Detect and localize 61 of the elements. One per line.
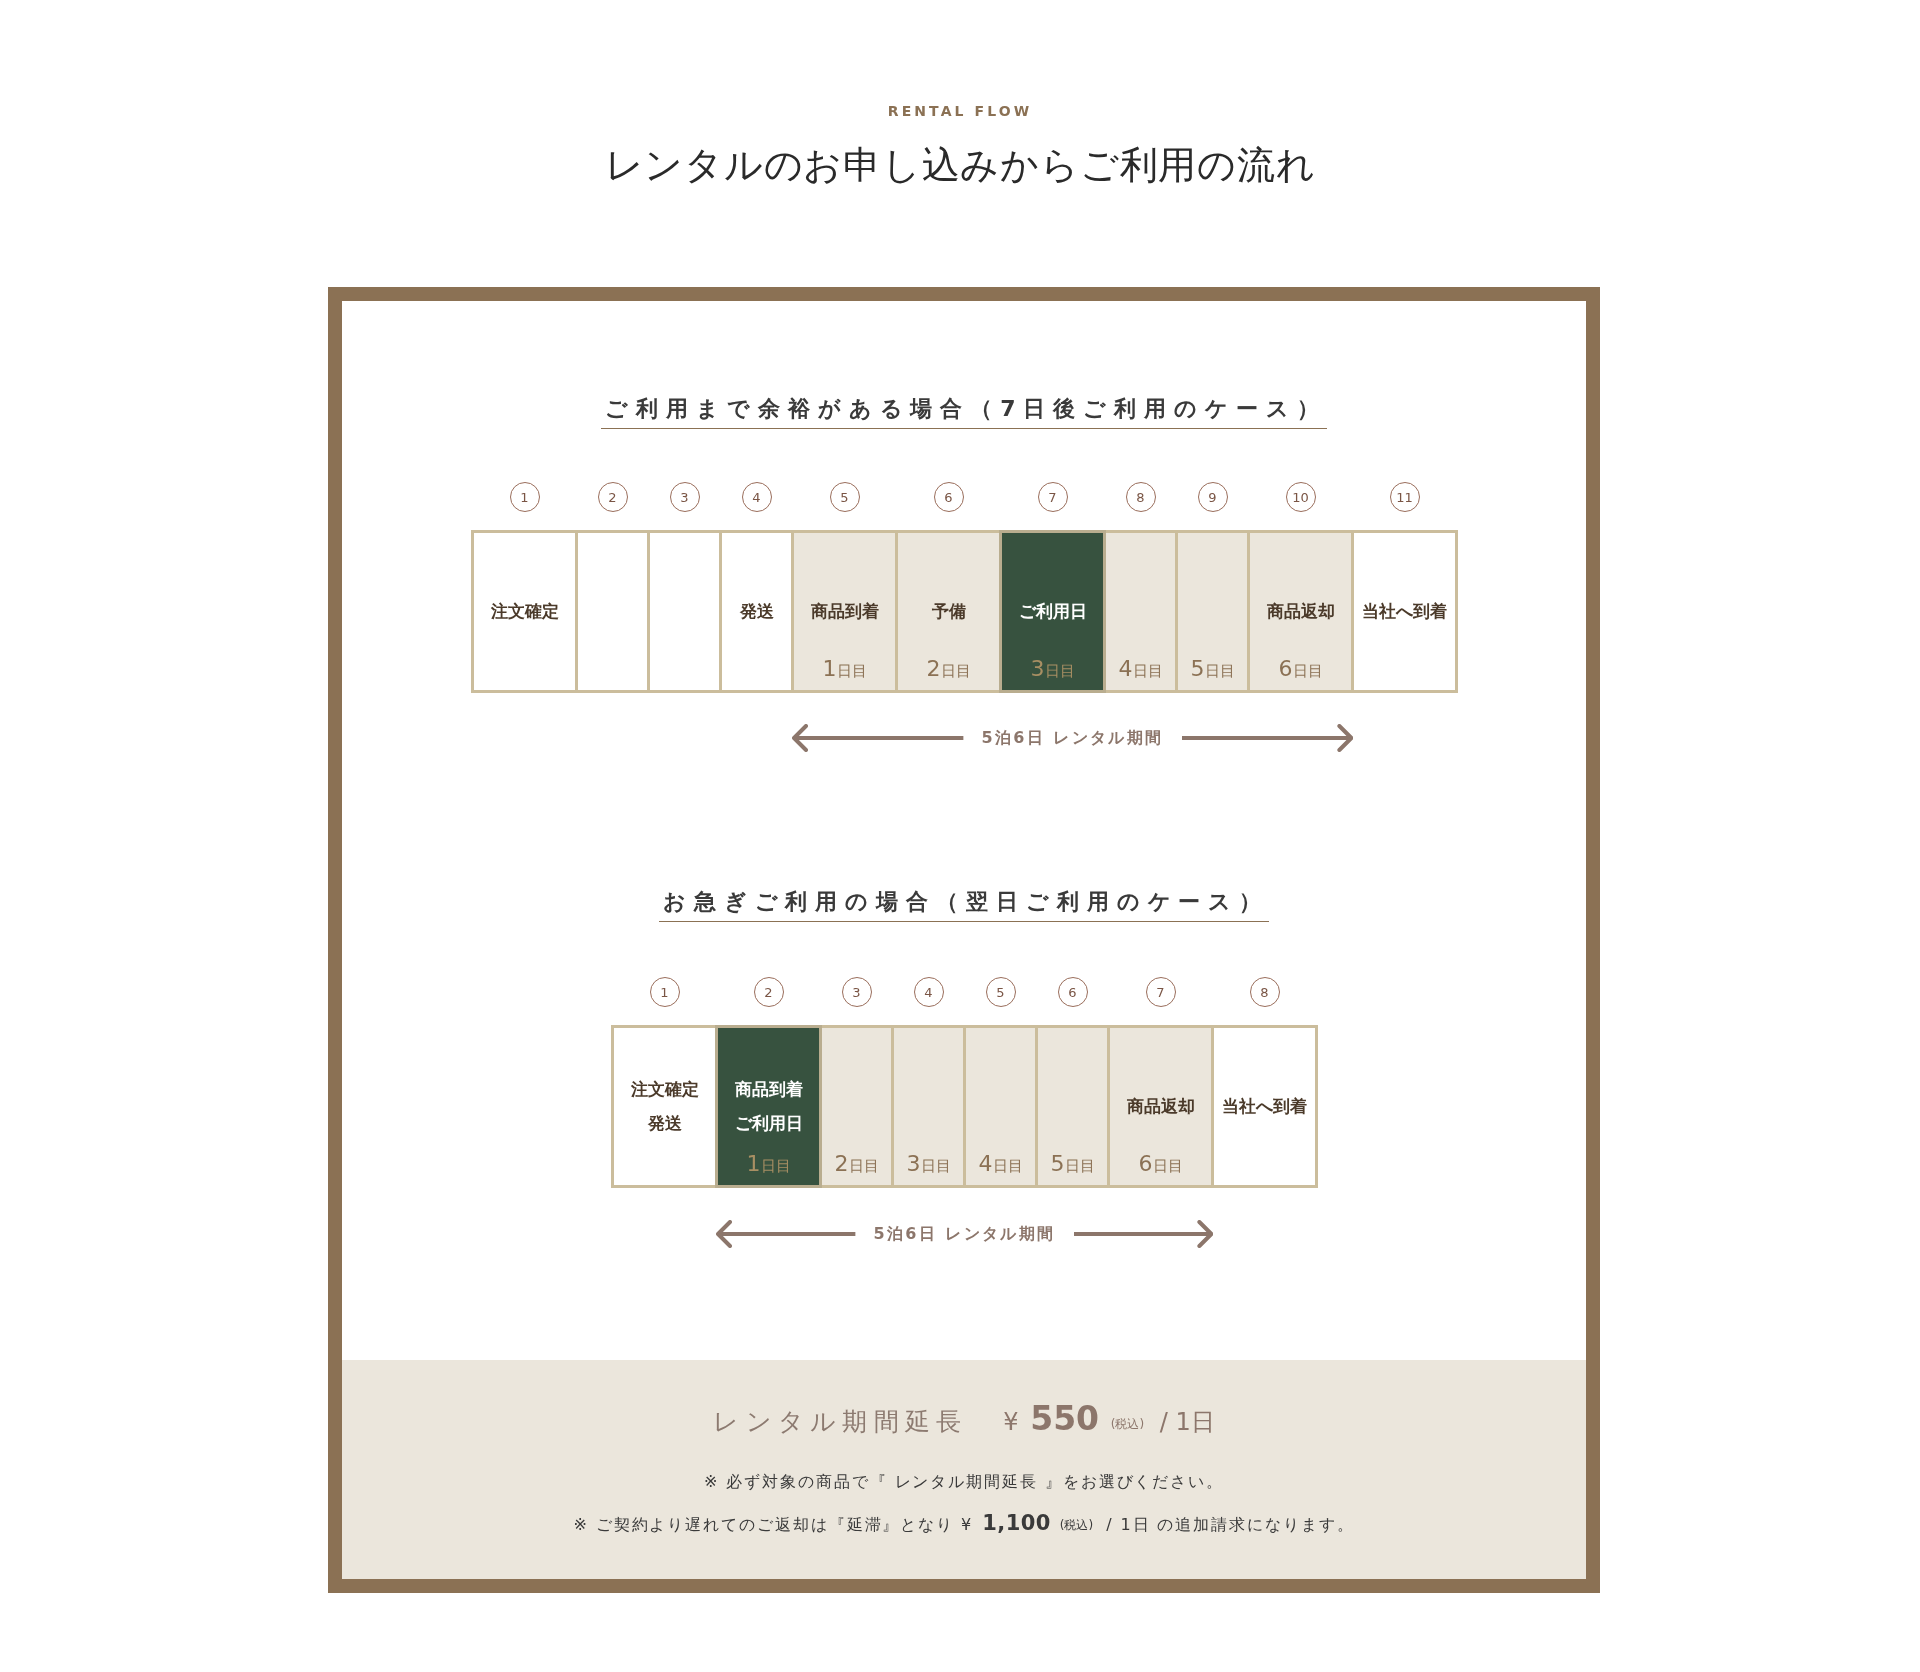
section-heading: お急ぎご利用の場合（翌日ご利用のケース）	[658, 887, 1270, 922]
schedule-cell	[891, 1025, 966, 1188]
cell-label: 商品返却	[1126, 1095, 1195, 1117]
step-number: 10	[1285, 482, 1316, 512]
step-number: 3	[669, 482, 700, 512]
eyebrow-text: RENTAL FLOW	[887, 102, 1033, 121]
schedule-cell	[895, 530, 1002, 693]
note-text: ※ 必ず対象の商品で『 レンタル期間延長 』をお選びください。	[703, 1471, 1225, 1493]
cell-label: 注文確定	[490, 600, 559, 622]
schedule-cell	[1247, 530, 1354, 693]
cell-label: 商品到着	[810, 600, 879, 622]
cell-label: 予備	[931, 600, 966, 622]
section-heading: ご利用まで余裕がある場合（7日後ご利用のケース）	[601, 394, 1327, 429]
step-number: 3	[841, 977, 872, 1007]
cell-label: ご利用日	[1018, 600, 1087, 622]
step-number: 2	[597, 482, 628, 512]
step-number: 6	[1057, 977, 1088, 1007]
schedule-cell	[715, 1025, 822, 1188]
dimension-label: 5泊6日 レンタル期間	[980, 727, 1165, 749]
step-number: 11	[1389, 482, 1420, 512]
schedule-cell	[963, 1025, 1038, 1188]
day-label: 4日目	[978, 1151, 1023, 1178]
schedule-cell	[719, 530, 794, 693]
step-number: 4	[913, 977, 944, 1007]
step-number: 6	[933, 482, 964, 512]
step-number: 7	[1037, 482, 1068, 512]
day-label: 4日目	[1118, 656, 1163, 683]
info-band	[342, 1360, 1586, 1579]
empty-cell	[647, 530, 722, 693]
step-number: 8	[1125, 482, 1156, 512]
step-number: 9	[1197, 482, 1228, 512]
step-number: 5	[985, 977, 1016, 1007]
schedule-cell	[999, 530, 1106, 693]
step-number: 7	[1145, 977, 1176, 1007]
schedule-cell	[1107, 1025, 1214, 1188]
step-number: 4	[741, 482, 772, 512]
dimension-label: 5泊6日 レンタル期間	[872, 1223, 1057, 1245]
extension-title: レンタル期間延長	[713, 1405, 968, 1438]
empty-cell	[575, 530, 650, 693]
cell-label: 注文確定	[630, 1078, 699, 1100]
cell-label: 当社へ到着	[1222, 1095, 1307, 1117]
schedule-cell	[1035, 1025, 1110, 1188]
schedule-cell	[1351, 530, 1458, 693]
cell-label: 発送	[739, 600, 774, 622]
schedule-cell	[791, 530, 898, 693]
cell-label: 商品到着	[734, 1078, 803, 1100]
step-number: 1	[649, 977, 680, 1007]
schedule-cell	[611, 1025, 718, 1188]
frame-panel	[328, 287, 1600, 1593]
step-number: 8	[1249, 977, 1280, 1007]
cell-label: 商品返却	[1266, 600, 1335, 622]
step-number: 2	[753, 977, 784, 1007]
step-number: 1	[509, 482, 540, 512]
step-number: 5	[829, 482, 860, 512]
cell-label: 発送	[647, 1112, 682, 1134]
schedule-cell	[1211, 1025, 1318, 1188]
schedule-cell	[471, 530, 578, 693]
cell-label: 当社へ到着	[1362, 600, 1447, 622]
schedule-cell	[1175, 530, 1250, 693]
cell-label: ご利用日	[734, 1112, 803, 1134]
page-title: レンタルのお申し込みからご利用の流れ	[604, 142, 1316, 188]
